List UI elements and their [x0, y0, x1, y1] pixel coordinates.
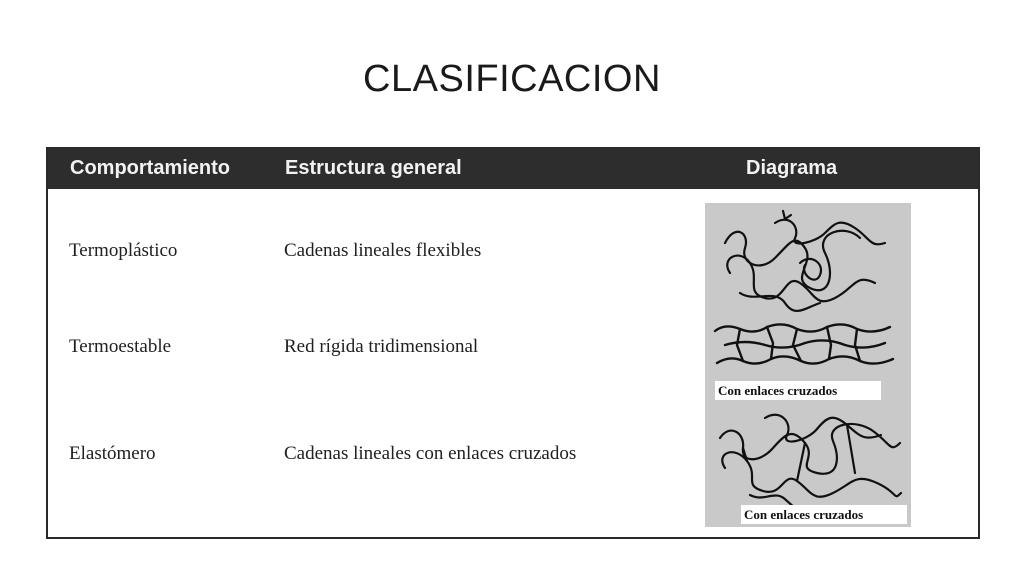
diagram-panel: Con enlaces cruzados Con enlaces cruzado…	[705, 203, 911, 527]
tangled-linear-chains-icon	[723, 209, 887, 313]
header-behavior: Comportamiento	[70, 157, 230, 179]
diagram-label-thermoset: Con enlaces cruzados	[718, 383, 837, 398]
row-1-behavior: Termoplástico	[69, 240, 178, 261]
header-structure: Estructura general	[285, 157, 462, 179]
header-diagram: Diagrama	[746, 157, 838, 179]
diagram-label-elastomer: Con enlaces cruzados	[744, 507, 863, 522]
row-3-structure: Cadenas lineales con enlaces cruzados	[284, 443, 577, 464]
row-2-behavior: Termoestable	[69, 336, 172, 357]
rigid-3d-network-icon	[713, 323, 895, 365]
classification-table: Comportamiento Estructura general Diagra…	[46, 147, 980, 539]
table-header: Comportamiento Estructura general Diagra…	[48, 149, 978, 189]
slide-title: CLASIFICACION	[363, 58, 661, 100]
crosslinked-chains-icon	[718, 413, 903, 510]
row-3-behavior: Elastómero	[69, 443, 156, 464]
row-2-structure: Red rígida tridimensional	[284, 336, 479, 357]
row-1-structure: Cadenas lineales flexibles	[284, 240, 482, 261]
